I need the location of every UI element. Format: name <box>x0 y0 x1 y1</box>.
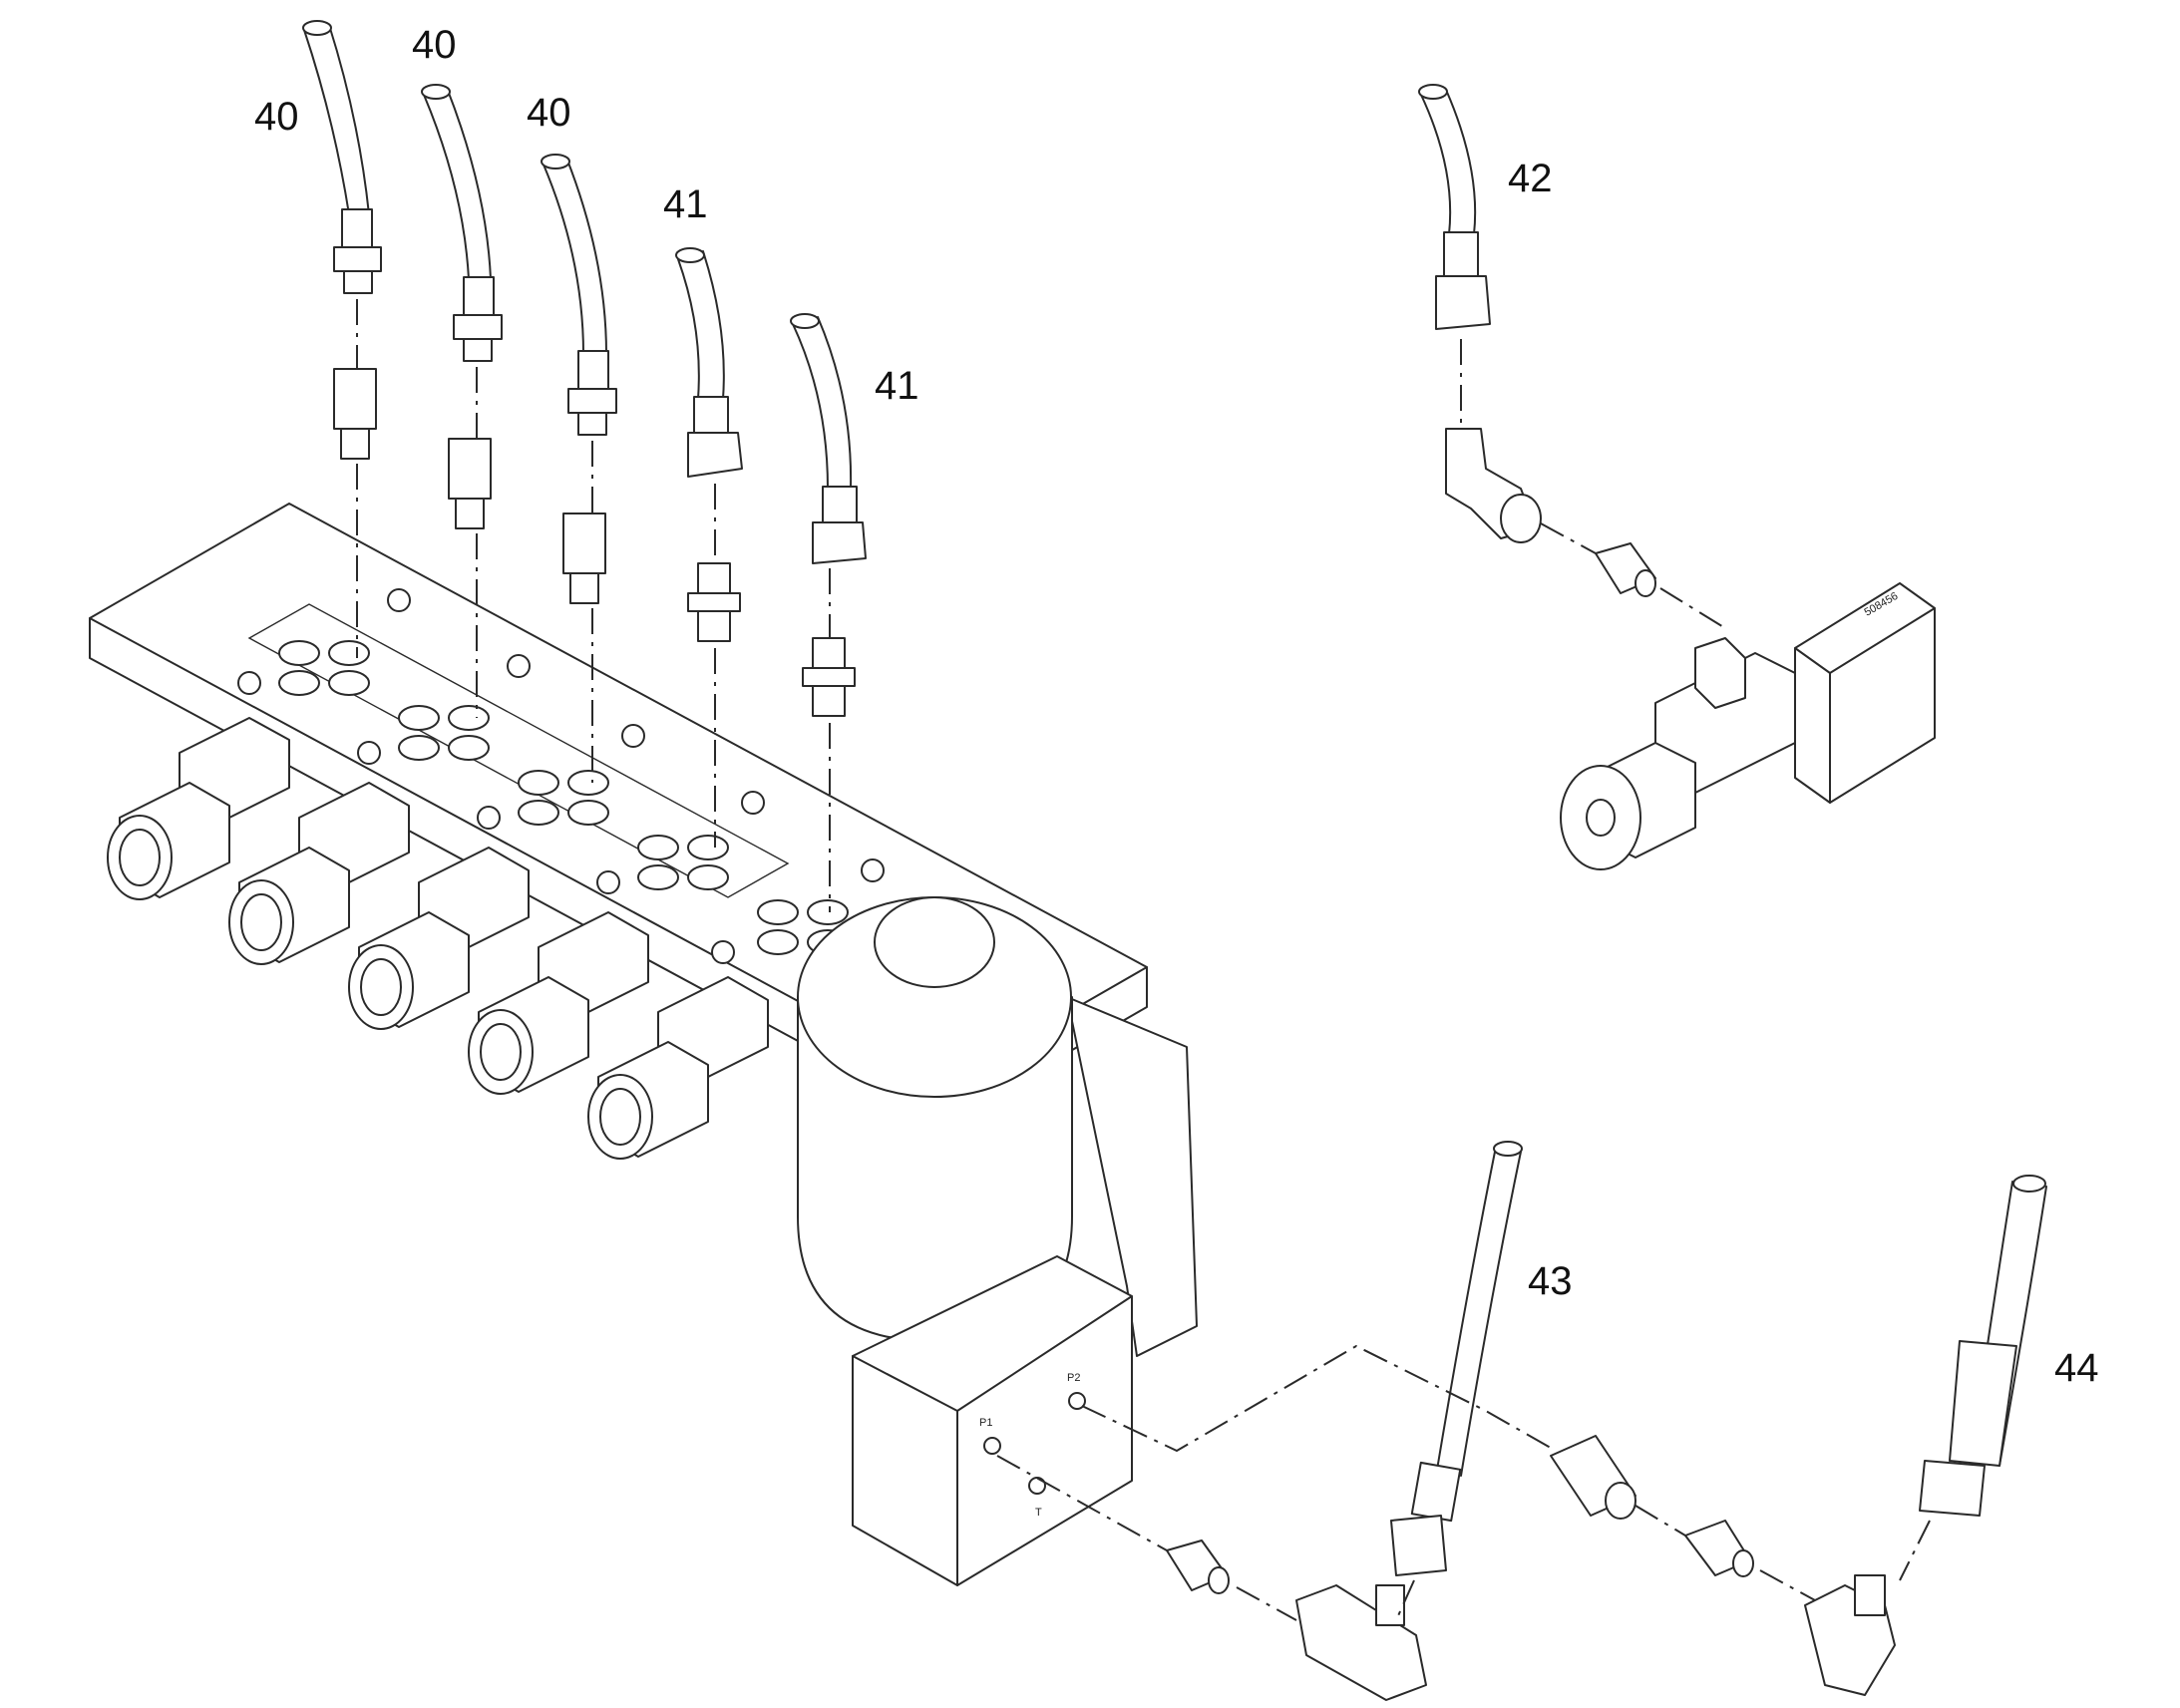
tee-fitting <box>1295 1584 1427 1701</box>
centerline-44b <box>1759 1569 1816 1601</box>
centerline-p2 <box>1081 1344 1557 1453</box>
bulkhead-fitting <box>802 637 856 717</box>
nipple-fitting-42 <box>1595 542 1656 597</box>
callout-41-left: 41 <box>663 182 708 226</box>
solenoid-coil <box>468 911 649 1095</box>
solenoid-valve-42: 508456 <box>1560 582 1936 870</box>
solenoid-coil <box>228 782 410 965</box>
callout-40-right: 40 <box>527 91 571 135</box>
assembly-centerlines <box>356 299 831 912</box>
solenoid-coil <box>348 847 530 1030</box>
nipple-fitting-44 <box>1684 1520 1754 1577</box>
callout-labels: 40 40 40 41 41 42 43 44 <box>254 23 2099 1390</box>
manifold-port-cluster <box>278 640 849 955</box>
callout-41-right: 41 <box>875 364 919 408</box>
bulkhead-fitting-lower <box>1166 1539 1230 1594</box>
centerline-42c <box>1659 587 1726 629</box>
port-label-t: T <box>1035 1507 1042 1519</box>
callout-40-mid: 40 <box>412 23 457 67</box>
callout-40-left: 40 <box>254 95 299 139</box>
centerline-42b <box>1540 522 1597 554</box>
hose-41-b <box>790 313 867 564</box>
elbow-fitting-44 <box>1804 1574 1896 1696</box>
valve-block: P1 P2 T <box>852 1255 1133 1586</box>
hose-40-a <box>302 20 382 294</box>
manifold-bolts <box>237 588 885 964</box>
reducer-fitting <box>1550 1435 1636 1520</box>
port-label-p2: P2 <box>1067 1372 1080 1384</box>
solenoid-coils <box>107 717 769 1160</box>
adapter-fittings <box>333 368 856 717</box>
solenoid-coil <box>587 976 769 1160</box>
hose-43 <box>1390 1141 1523 1576</box>
centerline-p1 <box>996 1455 1168 1551</box>
adapter-fitting <box>562 512 606 604</box>
bulkhead-fitting <box>687 562 741 642</box>
hose-40-b <box>421 84 503 362</box>
callout-42: 42 <box>1508 157 1553 200</box>
hose-40-c <box>541 154 617 436</box>
callout-44: 44 <box>2054 1346 2099 1390</box>
centerline-tee <box>1236 1586 1297 1621</box>
port-label-p1: P1 <box>979 1417 992 1429</box>
hose-42 <box>1418 84 1491 330</box>
centerline-43 <box>1395 1579 1415 1621</box>
centerline-44a <box>1635 1505 1686 1537</box>
hose-41-a <box>675 247 743 478</box>
elbow-fitting-42 <box>1445 428 1542 543</box>
adapter-fitting <box>448 438 492 529</box>
accumulator <box>797 896 1198 1357</box>
adapter-fitting <box>333 368 377 460</box>
solenoid-coil <box>107 717 290 900</box>
centerline-44c <box>1899 1520 1931 1581</box>
callout-43: 43 <box>1528 1259 1573 1303</box>
hose-44 <box>1919 1175 2047 1517</box>
